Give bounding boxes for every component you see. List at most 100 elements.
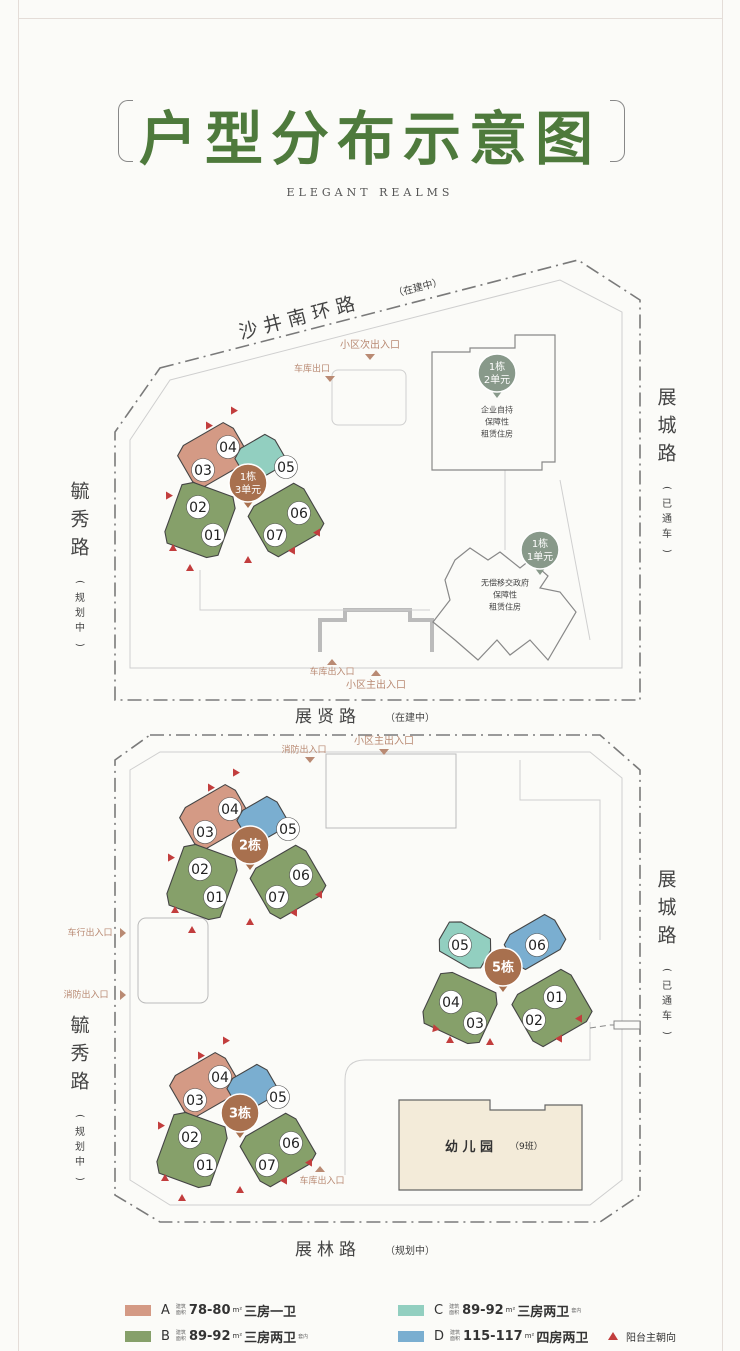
road-west-bottom-name-char: 秀 bbox=[70, 1043, 89, 1065]
legend-extra: 套内 bbox=[571, 1307, 582, 1314]
entrance-main-top: 小区主出入口 bbox=[346, 678, 406, 691]
road-east-top-status-char: 已 bbox=[662, 499, 672, 510]
building-5-unit-05-label: 05 bbox=[451, 938, 469, 954]
balcony-triangle bbox=[208, 783, 215, 792]
legend-layout: 三房两卫 bbox=[244, 1330, 297, 1346]
legend-area-range: 89-92 bbox=[188, 1328, 231, 1344]
building-1-unit-3-unit-03-label: 03 bbox=[194, 463, 212, 479]
balcony-triangle bbox=[231, 406, 238, 415]
building-1-unit-2-note: 保障性 bbox=[485, 417, 509, 427]
road-south-status: （规划中） bbox=[385, 1244, 435, 1257]
road-labels: 沙井南环路（在建中）展城路(已通车)毓秀路(规划中)展城路(已通车)毓秀路(规划… bbox=[70, 275, 676, 1260]
entrance-fire-bottom: 消防出入口 bbox=[281, 744, 326, 756]
legend-layout: 三房一卫 bbox=[244, 1304, 297, 1320]
building-1-unit-3-unit-07-circle bbox=[263, 523, 287, 547]
balcony-orientation-marker bbox=[188, 926, 196, 933]
road-east-bottom-status-open: ( bbox=[661, 968, 672, 972]
legend-area-range: 89-92 bbox=[462, 1302, 504, 1318]
right-frame-line bbox=[722, 0, 723, 1351]
north-plot-boundary bbox=[114, 259, 641, 701]
balcony-orientation-marker bbox=[315, 890, 322, 899]
road-west-top-status-char: 中 bbox=[75, 621, 85, 634]
building-1-unit-3-label-badge-line2: 3单元 bbox=[235, 484, 261, 496]
kindergarten-name: 幼 儿 园 bbox=[445, 1140, 494, 1155]
entrance-main-bottom: 小区主出入口 bbox=[354, 734, 414, 747]
building-1-unit-1-outline bbox=[432, 547, 577, 662]
balcony-legend-label: 阳台主朝向 bbox=[626, 1332, 676, 1344]
entrance-arrow-right bbox=[120, 990, 126, 1000]
entrance-arrow-up bbox=[327, 659, 337, 665]
legend-code: C bbox=[434, 1302, 444, 1318]
entrance-arrow-down bbox=[325, 376, 335, 382]
entrance-arrow-up bbox=[315, 1166, 325, 1172]
balcony-orientation-marker bbox=[290, 908, 297, 917]
building-1-unit-1-label-line1: 1栋 bbox=[532, 537, 548, 550]
balcony-triangle bbox=[575, 1014, 582, 1023]
road-east-bottom-status-close: ) bbox=[661, 1031, 672, 1035]
balcony-orientation-marker bbox=[486, 1038, 494, 1045]
north-plot-path-2 bbox=[559, 479, 591, 641]
road-north-name: 沙井南环路 bbox=[237, 291, 364, 344]
road-west-bottom-name-char: 毓 bbox=[70, 1015, 89, 1037]
building-1-unit-3-label-badge-circle bbox=[228, 463, 268, 503]
building-3-unit-02-label: 02 bbox=[181, 1130, 199, 1146]
balcony-triangle bbox=[486, 1038, 494, 1045]
legend-swatch bbox=[398, 1330, 424, 1342]
building-2-unit-01-label: 01 bbox=[206, 890, 224, 906]
south-plot-east-gate bbox=[613, 1020, 641, 1030]
balcony-orientation-marker bbox=[168, 853, 175, 862]
building-1-unit-3-unit-05-circle bbox=[274, 455, 298, 479]
title-bracket-right bbox=[610, 100, 625, 162]
road-east-bottom-name-char: 展 bbox=[657, 869, 676, 891]
building-1-unit-3-unit-02-label: 02 bbox=[189, 500, 207, 516]
road-east-top-name-char: 展 bbox=[657, 387, 676, 409]
road-east-bottom-status-char: 通 bbox=[662, 995, 672, 1007]
north-plot-internal-road bbox=[199, 570, 430, 611]
building-1-unit-3-unit-04-label: 04 bbox=[219, 440, 237, 456]
balcony-triangle bbox=[244, 556, 252, 563]
building-1-unit-3-unit-01-circle bbox=[201, 523, 225, 547]
entrance-vehicle-west: 车行出入口 bbox=[67, 927, 112, 939]
building-3-unit-03-circle bbox=[183, 1088, 207, 1112]
main-gate-structure bbox=[318, 608, 434, 652]
building-1-unit-1-label-circle bbox=[520, 530, 560, 570]
road-east-top-status-char: 通 bbox=[662, 513, 672, 525]
legend-area-note: 建筑面积 bbox=[175, 1304, 186, 1316]
building-1-unit-3-label-badge-line1: 1栋 bbox=[240, 470, 256, 483]
building-5-unit-04-circle bbox=[439, 990, 463, 1014]
building-2-unit-04-circle bbox=[218, 797, 242, 821]
legend-area-range: 115-117 bbox=[463, 1328, 523, 1344]
balcony-orientation-marker bbox=[288, 546, 295, 555]
balcony-orientation-marker bbox=[280, 1176, 287, 1185]
building-3-unit-04-circle bbox=[208, 1065, 232, 1089]
building-2-label-badge-circle bbox=[230, 825, 270, 865]
page-subtitle: ELEGANT REALMS bbox=[286, 186, 454, 199]
road-west-top-status-char: 划 bbox=[75, 606, 85, 619]
road-north-status: （在建中） bbox=[392, 275, 444, 300]
balcony-triangle bbox=[186, 564, 194, 571]
road-west-top-name-char: 毓 bbox=[70, 481, 89, 503]
building-1-unit-2-note: 租赁住房 bbox=[481, 429, 513, 439]
legend-code: B bbox=[161, 1328, 170, 1344]
north-plaza bbox=[331, 369, 407, 426]
road-east-bottom-status-char: 车 bbox=[662, 1009, 672, 1022]
balcony-triangle bbox=[233, 768, 240, 777]
legend-area-note: 建筑面积 bbox=[175, 1330, 186, 1342]
building-2-unit-04-label: 04 bbox=[221, 802, 239, 818]
road-west-top-status-char: 规 bbox=[75, 591, 85, 604]
building-1-unit-3-unit-04-circle bbox=[216, 435, 240, 459]
building-3-unit-01-circle bbox=[193, 1153, 217, 1177]
building-5-unit-02-circle bbox=[522, 1008, 546, 1032]
balcony-orientation-marker bbox=[206, 421, 213, 430]
building-1-unit-2-outline bbox=[431, 334, 556, 471]
road-west-bottom-name-char: 路 bbox=[70, 1071, 89, 1093]
legend-balcony: 阳台主朝向 bbox=[608, 1326, 676, 1346]
balcony-orientation-marker bbox=[158, 1121, 165, 1130]
entrance-arrow-down bbox=[379, 749, 389, 755]
building-5-unit-06-label: 06 bbox=[528, 938, 546, 954]
balcony-orientation-marker bbox=[169, 544, 177, 551]
balcony-triangle bbox=[305, 1158, 312, 1167]
building-2-unit-06-label: 06 bbox=[292, 868, 310, 884]
